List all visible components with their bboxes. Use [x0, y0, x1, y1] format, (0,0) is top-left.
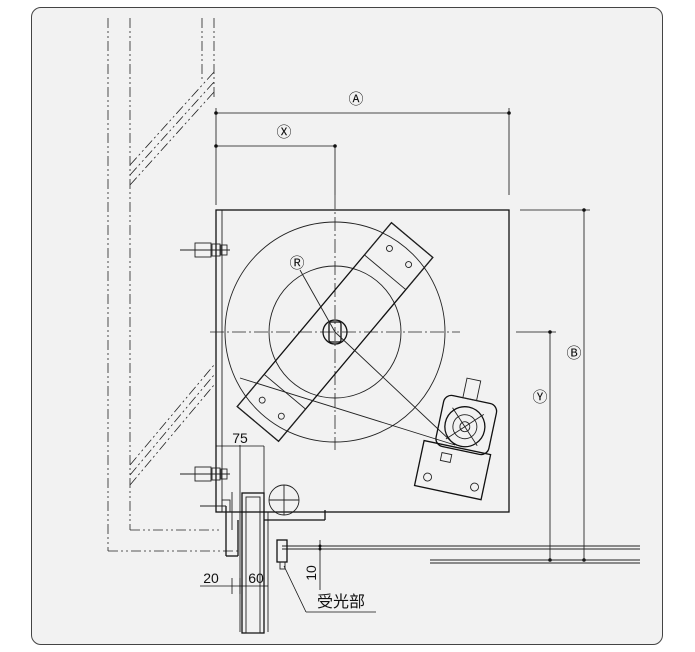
dimension-b: [520, 208, 590, 562]
dim-20-text: 20: [203, 570, 219, 586]
bracket-plate: [236, 221, 434, 443]
wall-outline: [107, 18, 238, 552]
anchor-bolt-upper: [180, 242, 230, 258]
dim-10-text: 10: [303, 565, 319, 581]
label-a: Ⓐ: [348, 91, 363, 108]
receiver-label: 受光部: [317, 592, 365, 611]
inner-circle: [268, 265, 402, 399]
unit-housing: [215, 209, 510, 513]
motor-assembly: [413, 377, 498, 501]
dimension-20-60: [200, 578, 268, 594]
outer-circle: [224, 221, 446, 443]
dim-60-text: 60: [248, 570, 264, 586]
label-y: Ⓨ: [532, 389, 547, 406]
radius-line: [299, 269, 336, 333]
dimension-y: [516, 330, 556, 562]
anchor-bolt-lower: [180, 466, 230, 482]
dimension-10: [318, 540, 322, 590]
hub: [322, 319, 348, 345]
dimension-x: [214, 144, 337, 195]
label-b: Ⓑ: [566, 345, 581, 362]
dim-75-text: 75: [232, 430, 248, 446]
receiver-channel: [200, 445, 326, 634]
dimension-75: [216, 445, 265, 500]
label-r: Ⓡ: [289, 255, 304, 272]
floor-lines: [282, 545, 640, 564]
label-x: Ⓧ: [276, 124, 291, 141]
receiver-callout: [283, 565, 376, 613]
dimension-a: [214, 108, 511, 205]
